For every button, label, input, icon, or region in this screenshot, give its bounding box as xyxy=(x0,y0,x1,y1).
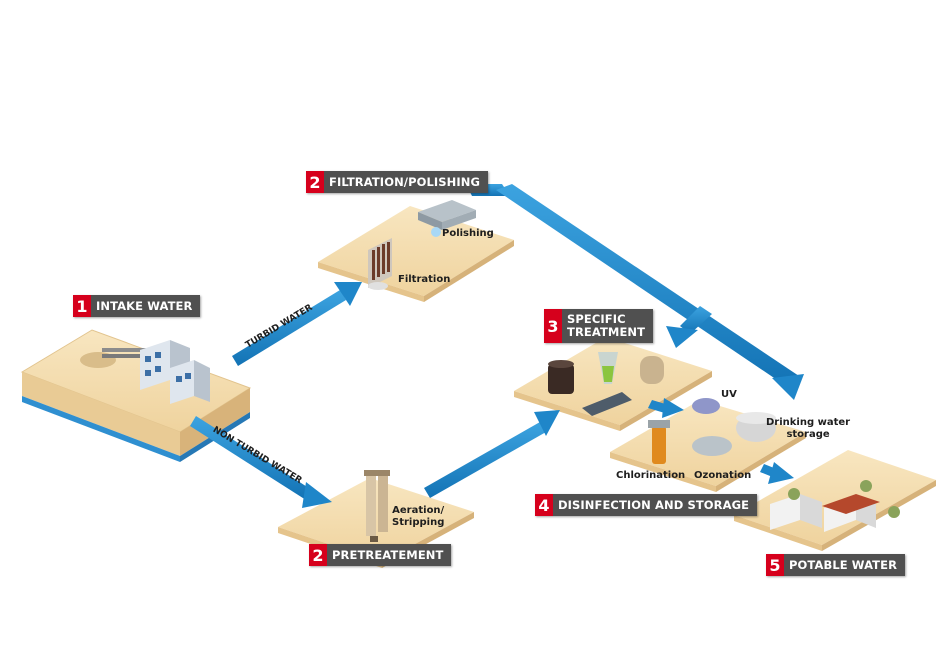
aeration-tower xyxy=(364,470,390,542)
stage-number: 2 xyxy=(306,171,324,193)
stage-number: 2 xyxy=(309,544,327,566)
stage-label: FILTRATION/POLISHING xyxy=(324,171,489,193)
stage-label: SPECIFIC TREATMENT xyxy=(562,309,654,343)
stage-pretreatment-tag: 2 PRETREATEMENT xyxy=(309,544,452,566)
caption-ozonation: Ozonation xyxy=(694,470,752,481)
pipe-to-potable xyxy=(760,462,794,484)
filtration-unit xyxy=(368,238,392,290)
disinfection-equipment xyxy=(648,398,776,464)
stage-potable-tag: 5 POTABLE WATER xyxy=(766,554,906,576)
stage-number: 4 xyxy=(535,494,553,516)
caption-polishing: Polishing xyxy=(442,228,494,239)
stage-number: 3 xyxy=(544,309,562,343)
caption-filtration: Filtration xyxy=(398,274,451,285)
stage-filtration-tag: 2 FILTRATION/POLISHING xyxy=(306,171,489,193)
stage-disinfection-tag: 4 DISINFECTION AND STORAGE xyxy=(535,494,758,516)
polishing-unit xyxy=(418,200,476,237)
caption-chlorination: Chlorination xyxy=(616,470,686,481)
caption-drinking-storage: Drinking water storage xyxy=(766,417,851,440)
pipe-turbid xyxy=(232,282,362,366)
stage-label: PRETREATEMENT xyxy=(327,544,452,566)
stage-number: 1 xyxy=(73,295,91,317)
stage-intake-tag: 1 INTAKE WATER xyxy=(73,295,201,317)
potable-houses xyxy=(770,480,900,532)
pipe-specific-to-disinfection xyxy=(648,398,684,418)
stage-label: POTABLE WATER xyxy=(784,554,906,576)
stage-label: DISINFECTION AND STORAGE xyxy=(553,494,758,516)
caption-uv: UV xyxy=(721,389,737,400)
stage-specific-tag: 3 SPECIFIC TREATMENT xyxy=(544,309,654,343)
pipe-pretreat-to-specific xyxy=(424,410,560,498)
caption-aeration: Aeration/ Stripping xyxy=(392,505,445,528)
stage-number: 5 xyxy=(766,554,784,576)
specific-treatment-tanks xyxy=(548,352,664,416)
pipe-non-turbid xyxy=(190,416,332,508)
intake-pump-station xyxy=(102,340,210,404)
pipe-branch-specific xyxy=(666,306,712,348)
stage-label: INTAKE WATER xyxy=(91,295,201,317)
